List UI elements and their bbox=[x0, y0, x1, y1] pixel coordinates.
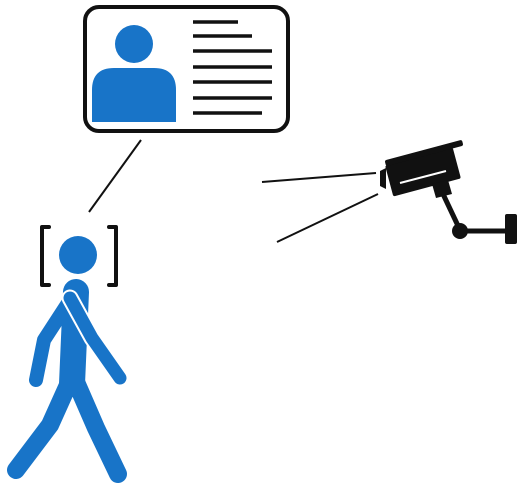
camera-lens bbox=[380, 168, 386, 189]
view-line-lower bbox=[277, 194, 378, 242]
walking-person-icon bbox=[16, 236, 120, 474]
camera-wall-plate bbox=[505, 214, 517, 244]
camera-joint bbox=[452, 223, 468, 239]
id-card-icon bbox=[85, 7, 288, 131]
person-head bbox=[59, 236, 97, 274]
cctv-camera-icon bbox=[380, 140, 517, 244]
camera-view-lines bbox=[262, 173, 378, 242]
card-to-person-connector bbox=[89, 140, 141, 212]
view-line-upper bbox=[262, 173, 376, 182]
left-bracket bbox=[42, 227, 49, 285]
right-bracket bbox=[109, 227, 116, 285]
